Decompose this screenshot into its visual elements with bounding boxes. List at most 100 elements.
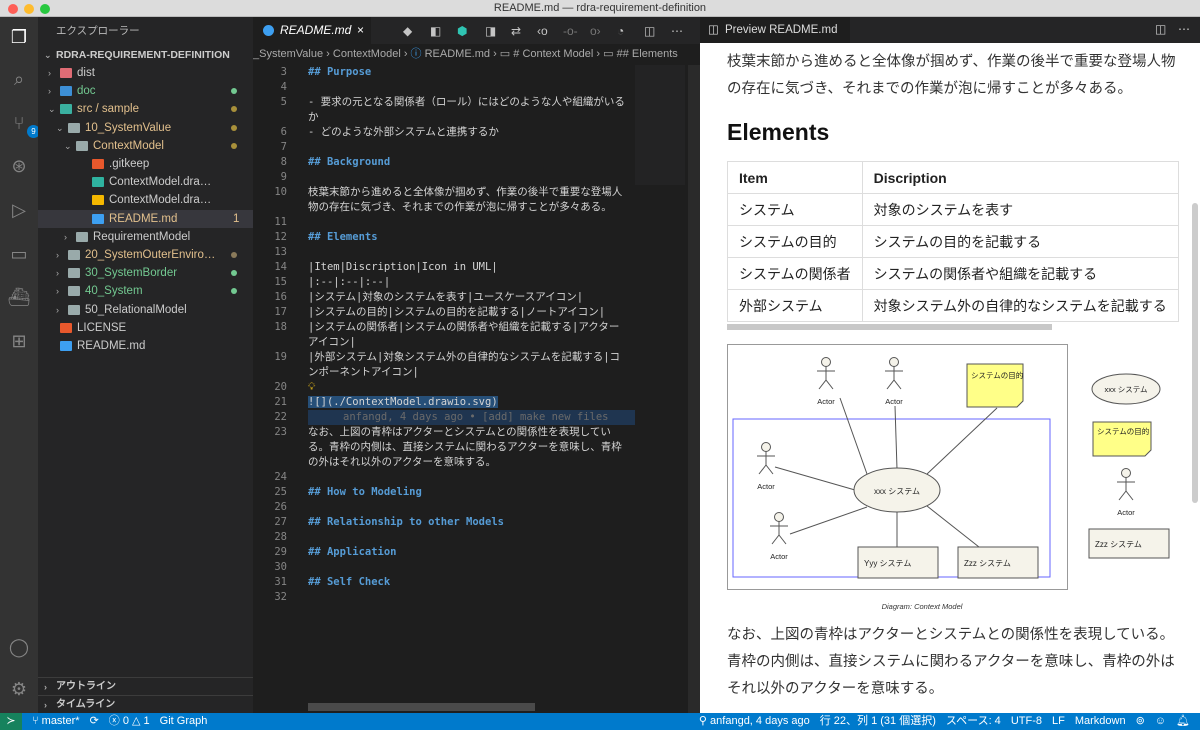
eol[interactable]: LF xyxy=(1051,715,1065,727)
branch-indicator[interactable]: ⑂ master* xyxy=(32,715,80,727)
maximize-window-button[interactable] xyxy=(40,4,50,14)
sync-icon[interactable]: ⟳ xyxy=(89,715,99,727)
account-icon[interactable]: ◯ xyxy=(8,637,30,657)
search-icon[interactable]: ⌕ xyxy=(13,69,25,89)
git-graph-button[interactable]: Git Graph xyxy=(159,715,208,727)
run-debug-icon[interactable]: ▷ xyxy=(12,200,26,220)
breadcrumb-item[interactable]: # Context Model xyxy=(513,48,594,60)
tree-item[interactable]: LICENSE xyxy=(38,319,253,337)
code-line[interactable]: 27## Relationship to other Models xyxy=(253,515,633,530)
encoding[interactable]: UTF-8 xyxy=(1010,715,1042,727)
minimize-window-button[interactable] xyxy=(24,4,34,14)
code-line[interactable]: 12## Elements xyxy=(253,230,633,245)
settings-gear-icon[interactable]: ⚙ xyxy=(10,679,28,699)
close-tab-icon[interactable]: × xyxy=(357,23,365,37)
tree-item[interactable]: ›RequirementModel xyxy=(38,228,253,246)
indentation[interactable]: スペース: 4 xyxy=(945,715,1001,727)
drawio-icon[interactable]: ⬢ xyxy=(457,24,468,38)
tree-item[interactable]: ›dist xyxy=(38,64,253,82)
problems-indicator[interactable]: ⓧ 0 △ 1 xyxy=(108,715,150,727)
code-line[interactable]: 15|:--|:--|:--| xyxy=(253,275,633,290)
git-blame-indicator[interactable]: ⚲ anfangd, 4 days ago xyxy=(698,715,810,727)
code-line[interactable]: 32 xyxy=(253,590,633,605)
code-line[interactable]: 4 xyxy=(253,80,633,95)
language-mode[interactable]: Markdown xyxy=(1074,715,1126,727)
preview-scrollbar[interactable] xyxy=(1192,203,1198,503)
table-scrollbar[interactable] xyxy=(727,324,1052,330)
code-line[interactable]: 14|Item|Discription|Icon in UML| xyxy=(253,260,633,275)
timeline-section[interactable]: ›タイムライン xyxy=(38,695,253,713)
more-actions-icon[interactable]: ⋯ xyxy=(671,24,683,38)
minimap[interactable] xyxy=(635,65,685,185)
feedback-icon[interactable]: ☺ xyxy=(1154,715,1167,727)
git-icon[interactable]: ◆ xyxy=(403,24,413,38)
code-line[interactable]: 6- どのような外部システムと連携するか xyxy=(253,125,633,140)
explorer-icon[interactable]: ❐ xyxy=(10,27,28,47)
remote-icon[interactable]: ≻ xyxy=(0,713,22,730)
code-line[interactable]: 13 xyxy=(253,245,633,260)
tree-item[interactable]: .gitkeep xyxy=(38,155,253,173)
code-line[interactable]: 7 xyxy=(253,140,633,155)
split-editor-icon[interactable]: ◫ xyxy=(644,24,656,38)
lightbulb-icon[interactable]: 💡︎ xyxy=(308,381,316,393)
breadcrumb-item[interactable]: ## Elements xyxy=(616,48,678,60)
tree-item[interactable]: ContextModel.drawio.svg xyxy=(38,191,253,209)
workspace-root[interactable]: ⌄RDRA-REQUIREMENT-DEFINITION xyxy=(44,49,230,61)
tab-preview[interactable]: ◫ Preview README.md xyxy=(700,17,850,43)
git-graph-icon[interactable]: ⊛ xyxy=(11,156,27,176)
code-line[interactable]: 3## Purpose xyxy=(253,65,633,80)
docker-icon[interactable]: ⛴ xyxy=(7,287,31,307)
next-change-icon[interactable]: o› xyxy=(590,24,601,38)
code-line[interactable]: 9 xyxy=(253,170,633,185)
more-actions-icon[interactable]: ⋯ xyxy=(1178,22,1190,36)
code-line[interactable]: 26 xyxy=(253,500,633,515)
code-line[interactable]: 24 xyxy=(253,470,633,485)
cursor-position[interactable]: 行 22、列 1 (31 個選択) xyxy=(819,715,936,727)
source-control-icon[interactable]: ⑂9 xyxy=(7,111,40,138)
code-line[interactable]: 8## Background xyxy=(253,155,633,170)
breadcrumb-item[interactable]: README.md xyxy=(424,48,491,60)
previous-change-icon[interactable]: ‹o xyxy=(537,24,548,38)
breadcrumb-item[interactable]: _SystemValue xyxy=(253,48,324,60)
open-preview-icon[interactable]: ◨ xyxy=(485,24,497,38)
tree-item[interactable]: ⌄src / sample xyxy=(38,100,253,118)
tree-item[interactable]: ⌄ContextModel xyxy=(38,137,253,155)
outline-section[interactable]: ›アウトライン xyxy=(38,677,253,695)
extensions-icon[interactable]: ⊞ xyxy=(11,331,27,351)
tree-item[interactable]: ›30_SystemBorder xyxy=(38,264,253,282)
code-line[interactable]: 18|システムの関係者|システムの関係者や組織を記載する|アクターアイコン| xyxy=(253,320,633,350)
code-line[interactable]: 25## How to Modeling xyxy=(253,485,633,500)
tree-item[interactable]: ›20_SystemOuterEnvironment xyxy=(38,246,253,264)
tree-item[interactable]: ⌄10_SystemValue xyxy=(38,119,253,137)
breadcrumb-item[interactable]: ContextModel xyxy=(332,48,401,60)
tree-item[interactable]: ›doc xyxy=(38,82,253,100)
code-line[interactable]: 11 xyxy=(253,215,633,230)
horizontal-scrollbar[interactable] xyxy=(308,703,535,711)
code-line[interactable]: 19|外部システム|対象システム外の自律的なシステムを記載する|コンポーネントア… xyxy=(253,350,633,380)
code-line[interactable]: 30 xyxy=(253,560,633,575)
tab-readme[interactable]: README.md × xyxy=(253,17,371,44)
live-share-icon[interactable]: ⊚ xyxy=(1135,715,1145,727)
code-line[interactable]: 20💡︎ xyxy=(253,380,633,395)
close-window-button[interactable] xyxy=(8,4,18,14)
code-line[interactable]: 31## Self Check xyxy=(253,575,633,590)
pull-request-icon[interactable]: ⇄ xyxy=(511,24,522,38)
vertical-scrollbar[interactable] xyxy=(688,65,700,713)
code-line[interactable]: 16|システム|対象のシステムを表す|ユースケースアイコン| xyxy=(253,290,633,305)
code-line[interactable]: 21![](./ContextModel.drawio.svg) xyxy=(253,395,633,410)
tree-item[interactable]: ›50_RelationalModel xyxy=(38,301,253,319)
open-changes-icon[interactable]: ◧ xyxy=(430,24,442,38)
remote-explorer-icon[interactable]: ▭ xyxy=(10,244,28,264)
code-line[interactable]: 29## Application xyxy=(253,545,633,560)
commit-icon[interactable]: -o- xyxy=(563,24,578,38)
split-editor-icon[interactable]: ◫ xyxy=(1155,22,1167,36)
code-line[interactable]: 17|システムの目的|システムの目的を記載する|ノートアイコン| xyxy=(253,305,633,320)
tree-item[interactable]: ›40_System xyxy=(38,282,253,300)
notifications-bell-icon[interactable]: 🔔︎ xyxy=(1176,715,1190,727)
tree-item[interactable]: README.md xyxy=(38,337,253,355)
